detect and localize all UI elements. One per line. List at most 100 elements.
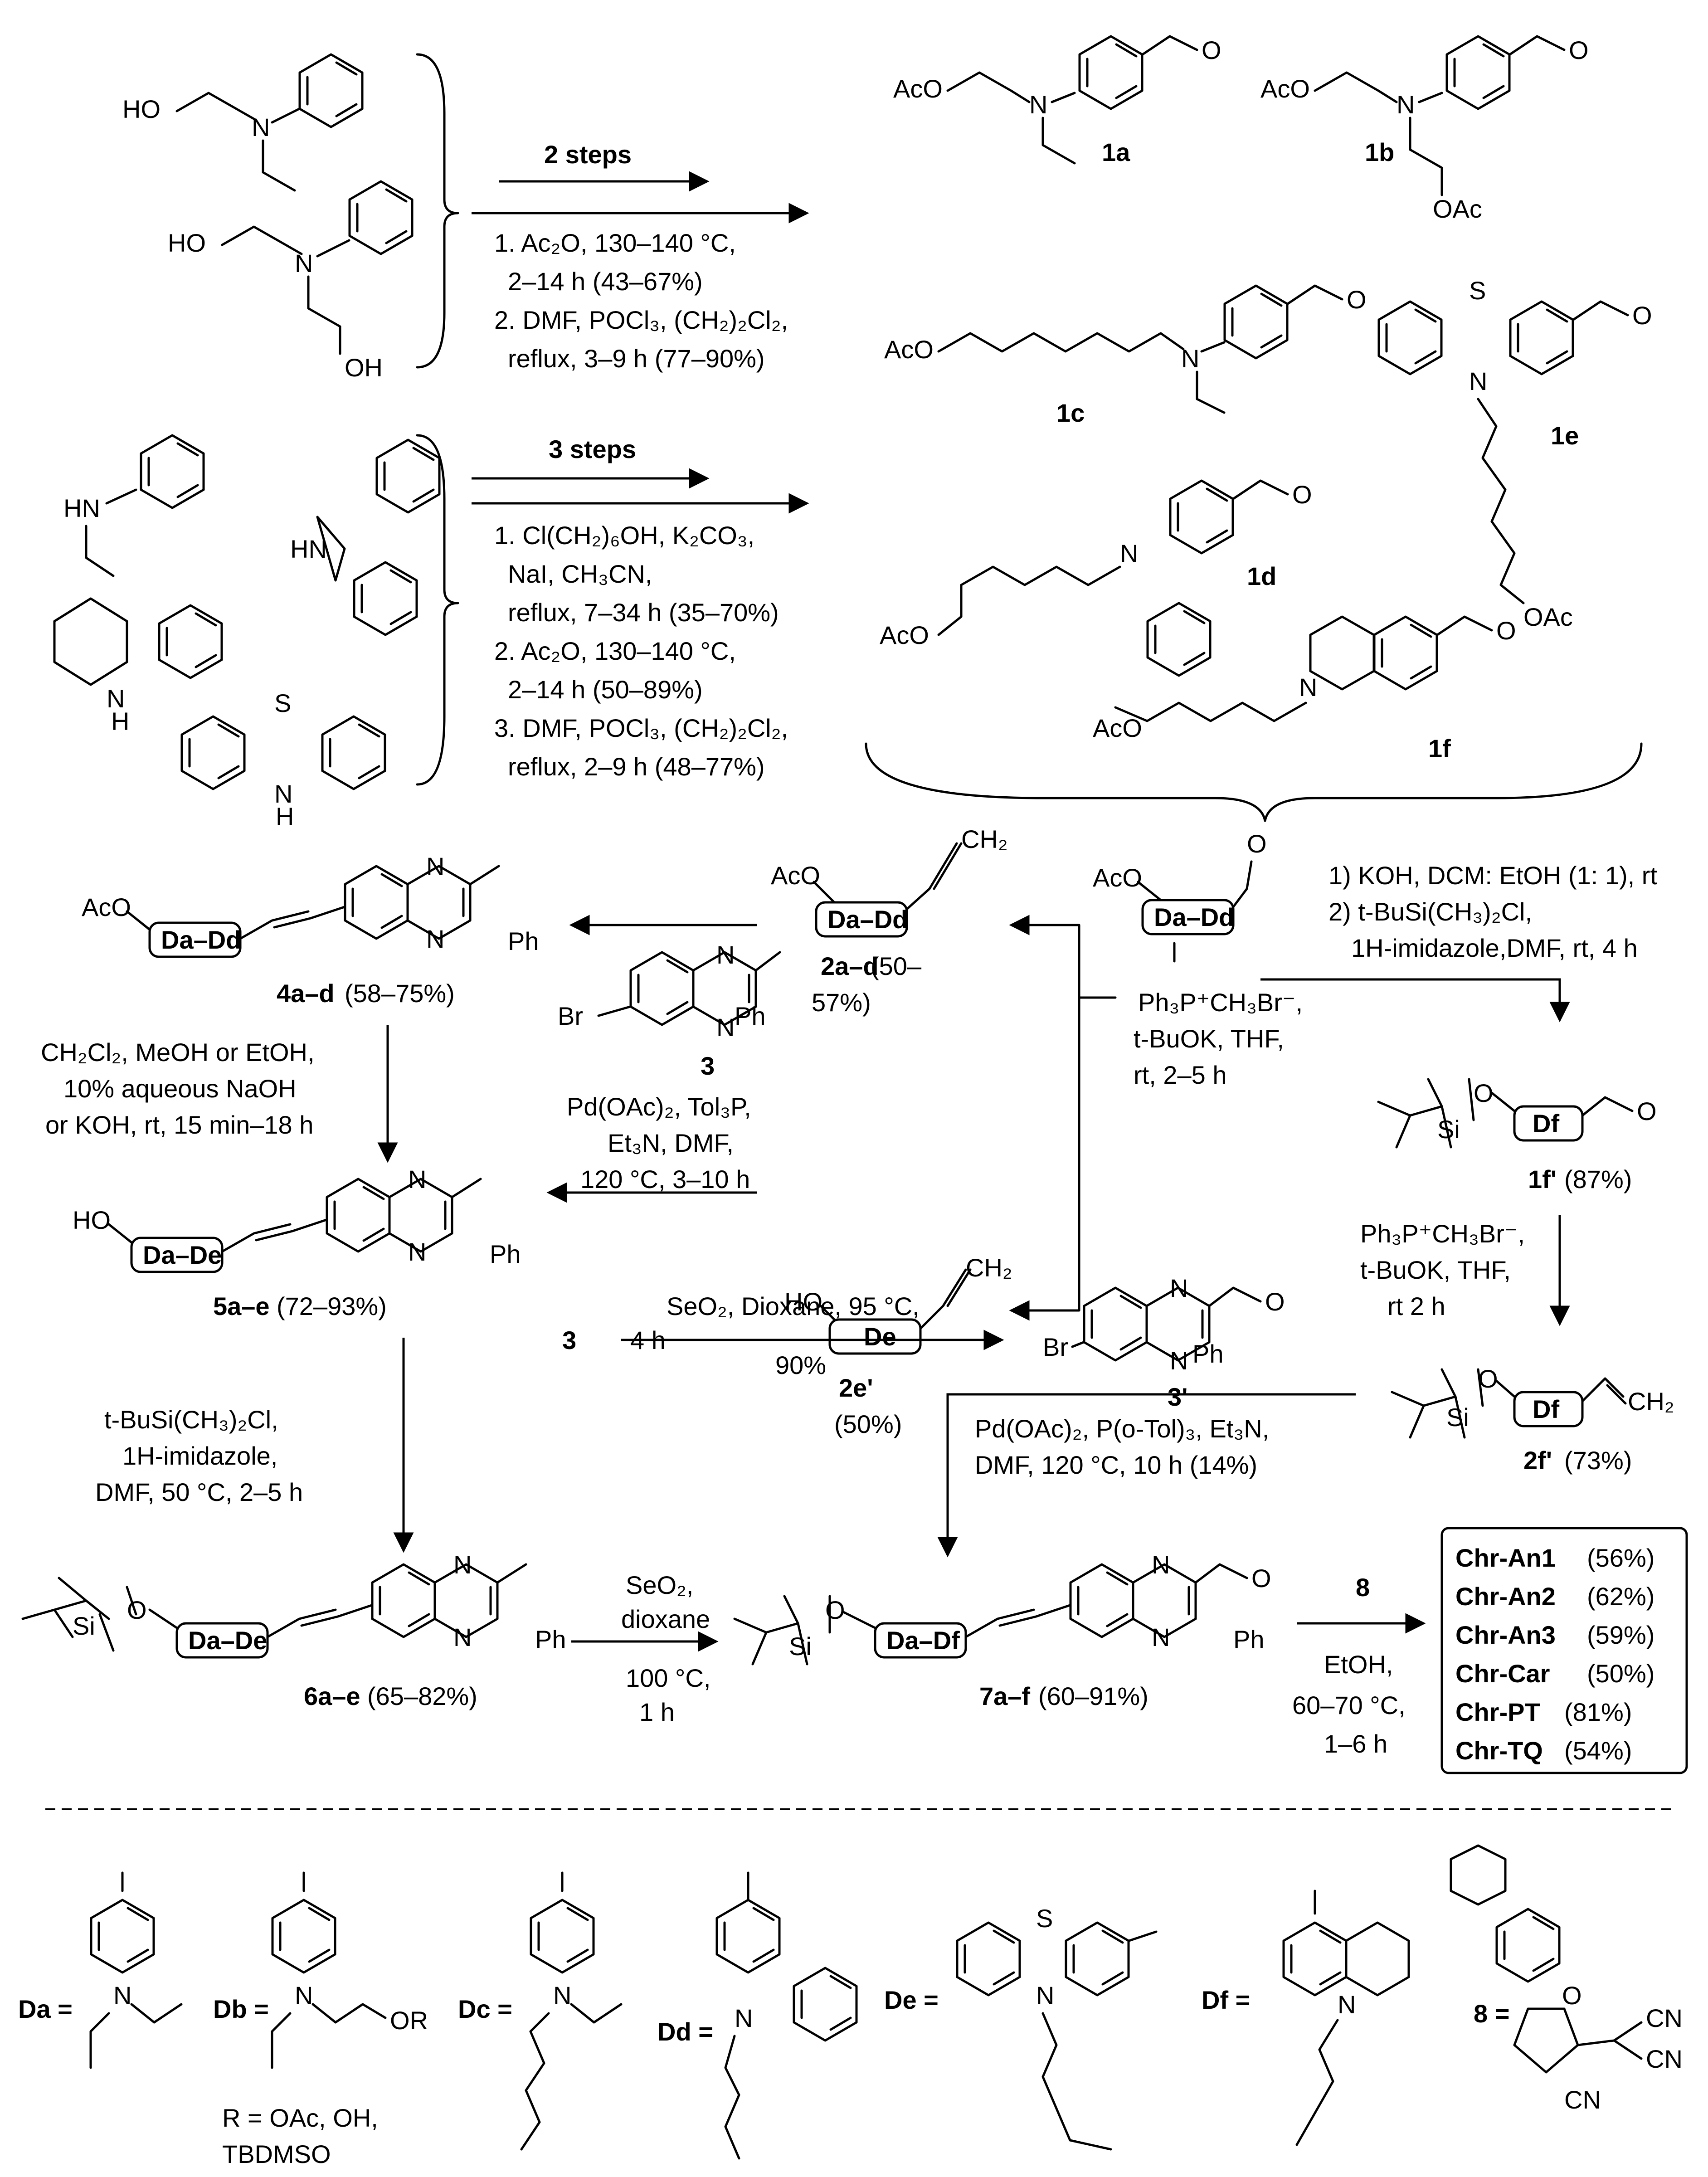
- svg-text:CH₂: CH₂: [1628, 1387, 1674, 1416]
- svg-text:1–6 h: 1–6 h: [1324, 1729, 1387, 1758]
- svg-text:O: O: [1632, 301, 1652, 330]
- svg-text:1) KOH, DCM: EtOH (1: 1), rt: 1) KOH, DCM: EtOH (1: 1), rt: [1328, 861, 1657, 890]
- compound-2f-prime: Si O Df CH₂ 2f' (73%): [1391, 1364, 1674, 1475]
- svg-text:AcO: AcO: [1260, 74, 1310, 103]
- svg-text:N: N: [1120, 539, 1138, 568]
- step-b-cond-3: reflux, 7–34 h (35–70%): [508, 598, 779, 627]
- svg-text:CH₂: CH₂: [961, 825, 1008, 853]
- svg-text:CN: CN: [1646, 2045, 1683, 2073]
- step-a-cond-2: 2–14 h (43–67%): [508, 267, 703, 296]
- svg-text:Ph: Ph: [1233, 1625, 1265, 1654]
- label-1d: 1d: [1247, 562, 1276, 590]
- svg-text:8 =: 8 =: [1474, 1999, 1509, 2028]
- svg-text:rt 2 h: rt 2 h: [1387, 1292, 1445, 1320]
- wittig-2: Ph₃P⁺CH₃Br⁻, t-BuOK, THF, rt 2 h: [1360, 1215, 1570, 1326]
- brace-bottom: [416, 434, 459, 786]
- svg-text:120 °C, 3–10 h: 120 °C, 3–10 h: [580, 1165, 750, 1193]
- svg-text:OAc: OAc: [1433, 195, 1482, 223]
- svg-text:N: N: [1152, 1623, 1170, 1651]
- svg-text:S: S: [1469, 276, 1486, 305]
- product-3-yield: (59%): [1587, 1621, 1654, 1649]
- svg-text:AcO: AcO: [82, 893, 131, 921]
- svg-text:t-BuOK, THF,: t-BuOK, THF,: [1360, 1256, 1511, 1284]
- product-5-name: Chr-PT: [1455, 1698, 1540, 1726]
- bromide-3: Br N N Ph 3: [558, 940, 781, 1080]
- svg-text:O: O: [1637, 1097, 1657, 1125]
- svg-text:N: N: [735, 2004, 753, 2032]
- step-a-label: 2 steps: [544, 140, 632, 169]
- label-n-2: N: [295, 249, 313, 278]
- big-brace: [865, 742, 1643, 822]
- svg-text:N: N: [716, 940, 735, 969]
- product-6-name: Chr-TQ: [1455, 1736, 1543, 1765]
- svg-text:(50%): (50%): [834, 1410, 902, 1438]
- step-a-cond-1: 1. Ac₂O, 130–140 °C,: [494, 229, 736, 257]
- svg-text:10% aqueous NaOH: 10% aqueous NaOH: [63, 1074, 297, 1103]
- svg-text:O: O: [1478, 1364, 1498, 1393]
- start-materials-anilines: HO N HO N OH: [122, 54, 412, 382]
- svg-text:1f': 1f': [1528, 1165, 1557, 1193]
- svg-text:Si: Si: [1446, 1403, 1469, 1432]
- svg-text:2a–d: 2a–d: [821, 952, 879, 980]
- svg-text:AcO: AcO: [884, 335, 934, 364]
- svg-text:(65–82%): (65–82%): [367, 1682, 477, 1710]
- svg-text:Db =: Db =: [213, 1995, 269, 2023]
- svg-text:1 h: 1 h: [639, 1698, 675, 1726]
- svg-text:O: O: [1247, 829, 1267, 858]
- silylation-step: t-BuSi(CH₃)₂Cl, 1H-imidazole, DMF, 50 °C…: [95, 1338, 414, 1553]
- final-step: 8 EtOH, 60–70 °C, 1–6 h: [1292, 1573, 1426, 1758]
- product-2-yield: (62%): [1587, 1582, 1654, 1611]
- label-1a: 1a: [1102, 138, 1130, 166]
- label-ho-1: HO: [122, 95, 161, 123]
- svg-text:DMF, 50 °C, 2–5 h: DMF, 50 °C, 2–5 h: [95, 1478, 303, 1506]
- svg-text:N: N: [113, 1981, 131, 2010]
- label-h-pt: H: [276, 802, 294, 831]
- svg-text:CN: CN: [1564, 2085, 1601, 2114]
- step-b-cond-1: 1. Cl(CH₂)₆OH, K₂CO₃,: [494, 521, 754, 550]
- legend-df: Df = N: [1202, 1890, 1410, 2146]
- svg-text:N: N: [1152, 1550, 1170, 1579]
- product-4-yield: (50%): [1587, 1659, 1654, 1688]
- svg-text:CN: CN: [1646, 2004, 1683, 2032]
- label-n-1: N: [252, 113, 270, 141]
- product-6-yield: (54%): [1564, 1736, 1632, 1765]
- svg-text:OR: OR: [390, 2006, 428, 2035]
- svg-text:O: O: [1562, 1981, 1582, 2010]
- svg-text:Si: Si: [1437, 1115, 1460, 1144]
- step-a-cond-3: 2. DMF, POCl₃, (CH₂)₂Cl₂,: [494, 306, 788, 334]
- svg-text:Df: Df: [1533, 1395, 1559, 1423]
- svg-text:De =: De =: [884, 1986, 939, 2014]
- seo2-step: SeO₂, dioxane 100 °C, 1 h: [571, 1571, 719, 1726]
- svg-text:N: N: [1029, 90, 1047, 119]
- svg-text:N: N: [1469, 367, 1487, 395]
- svg-text:N: N: [1397, 90, 1415, 119]
- svg-text:OAc: OAc: [1523, 603, 1573, 631]
- svg-text:TBDMSO: TBDMSO: [222, 2140, 331, 2168]
- product-4-name: Chr-Car: [1455, 1659, 1550, 1688]
- svg-text:(60–91%): (60–91%): [1038, 1682, 1148, 1710]
- svg-text:Ph: Ph: [735, 1002, 766, 1030]
- compound-1f-prime: Si O Df O 1f' (87%): [1377, 1078, 1657, 1193]
- svg-text:N: N: [453, 1550, 472, 1579]
- label-1e: 1e: [1551, 421, 1579, 450]
- svg-text:Ph: Ph: [1192, 1339, 1224, 1368]
- svg-text:Da–Dd: Da–Dd: [827, 905, 908, 934]
- aldehyde-1d: N O AcO 1d: [880, 479, 1312, 676]
- svg-text:AcO: AcO: [1093, 863, 1142, 892]
- label-n-pt: N: [274, 779, 292, 808]
- svg-text:Da–Df: Da–Df: [886, 1626, 960, 1655]
- step-a-cond-4: reflux, 3–9 h (77–90%): [508, 344, 765, 373]
- svg-text:(50–: (50–: [871, 952, 922, 980]
- legend-db: Db = N OR R = OAc, OH, TBDMSO: [213, 1871, 428, 2168]
- svg-text:(58–75%): (58–75%): [345, 979, 455, 1008]
- svg-text:or KOH, rt, 15 min–18 h: or KOH, rt, 15 min–18 h: [45, 1110, 313, 1139]
- heck-conditions: Pd(OAc)₂, Tol₃P, Et₃N, DMF, 120 °C, 3–10…: [546, 915, 757, 1203]
- alkene-2a-d: AcO Da–Dd CH₂ 2a–d (50– 57%): [771, 825, 1008, 1017]
- step-b: 3 steps 1. Cl(CH₂)₆OH, K₂CO₃, NaI, CH₃CN…: [472, 435, 809, 781]
- step-b-cond-7: reflux, 2–9 h (48–77%): [508, 752, 765, 781]
- svg-text:DMF, 120 °C, 10 h (14%): DMF, 120 °C, 10 h (14%): [975, 1451, 1257, 1479]
- svg-text:O: O: [1265, 1287, 1285, 1316]
- svg-text:(73%): (73%): [1564, 1446, 1632, 1475]
- start-materials-amines: HN N H HN S N H: [53, 435, 439, 831]
- product-3-name: Chr-An3: [1455, 1621, 1556, 1649]
